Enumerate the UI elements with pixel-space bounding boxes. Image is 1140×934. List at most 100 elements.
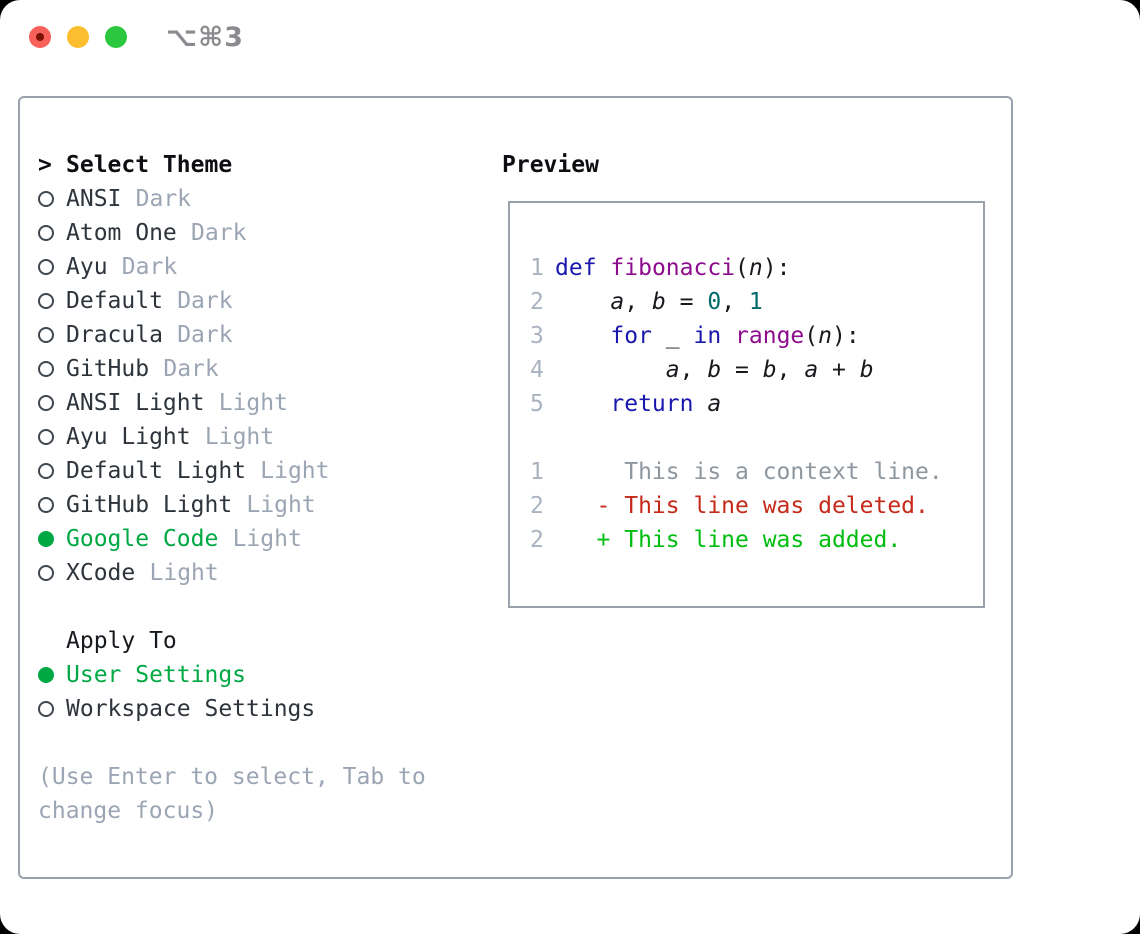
code-text: a, b = b, a + b: [665, 357, 874, 383]
apply-to-header: Apply To: [38, 624, 484, 658]
diff-text: - This line was deleted.: [555, 493, 929, 519]
theme-option-variant: Light: [218, 390, 288, 416]
theme-option-variant: Light: [204, 424, 275, 450]
apply-option-workspace-settings[interactable]: Workspace Settings: [38, 692, 484, 726]
select-theme-header: > Select Theme: [38, 148, 484, 182]
code-text: def fibonacci(n):: [555, 255, 791, 281]
focus-caret-icon: >: [38, 152, 52, 178]
theme-option-name: GitHub Light: [66, 492, 233, 518]
radio-unselected-icon: [38, 463, 66, 479]
radio-unselected-icon: [38, 565, 66, 581]
theme-option-variant: Dark: [135, 186, 192, 212]
theme-option-name: GitHub: [66, 356, 150, 382]
diff-line-deleted: 2 - This line was deleted.: [530, 489, 983, 523]
theme-option-default[interactable]: Default Dark: [38, 284, 484, 318]
theme-option-variant: Dark: [121, 254, 178, 280]
diff-line-added: 2 + This line was added.: [530, 523, 983, 557]
code-text: a, b = 0, 1: [610, 289, 763, 315]
theme-option-google-code[interactable]: Google Code Light: [38, 522, 484, 556]
theme-option-ansi-light[interactable]: ANSI Light Light: [38, 386, 484, 420]
theme-option-name: Ayu Light: [66, 424, 191, 450]
theme-option-name: Default: [66, 288, 163, 314]
radio-unselected-icon: [38, 191, 66, 207]
apply-option-user-settings[interactable]: User Settings: [38, 658, 484, 692]
diff-line-context: 1 This is a context line.: [530, 455, 983, 489]
line-number: 2: [530, 527, 544, 553]
code-line: 3 for _ in range(n):: [530, 319, 983, 353]
line-number: 2: [530, 289, 544, 315]
radio-unselected-icon: [38, 429, 66, 445]
diff-text: + This line was added.: [555, 527, 902, 553]
radio-unselected-icon: [38, 701, 66, 717]
theme-option-name: Atom One: [66, 220, 177, 246]
theme-option-github[interactable]: GitHub Dark: [38, 352, 484, 386]
theme-option-atom-one[interactable]: Atom One Dark: [38, 216, 484, 250]
theme-option-xcode[interactable]: XCode Light: [38, 556, 484, 590]
theme-option-ansi[interactable]: ANSI Dark: [38, 182, 484, 216]
theme-option-name: Dracula: [66, 322, 163, 348]
theme-option-dracula[interactable]: Dracula Dark: [38, 318, 484, 352]
theme-option-name: ANSI Light: [66, 390, 205, 416]
theme-option-variant: Light: [232, 526, 302, 552]
code-line: 1 def fibonacci(n):: [530, 251, 983, 285]
select-theme-label: Select Theme: [66, 152, 233, 178]
window-title: ⌥⌘3: [166, 22, 244, 53]
radio-unselected-icon: [38, 225, 66, 241]
theme-option-variant: Light: [260, 458, 330, 484]
close-button[interactable]: [29, 26, 51, 48]
line-number: 5: [530, 391, 544, 417]
traffic-lights: [29, 26, 127, 48]
radio-unselected-icon: [38, 395, 66, 411]
theme-option-variant: Dark: [177, 288, 233, 314]
diff-preview: 1 This is a context line.2 - This line w…: [530, 455, 983, 557]
theme-option-name: Google Code: [66, 526, 219, 552]
radio-unselected-icon: [38, 361, 66, 377]
code-line: 5 return a: [530, 387, 983, 421]
theme-option-variant: Dark: [177, 322, 233, 348]
code-text: return a: [610, 391, 722, 417]
radio-selected-icon: [38, 531, 66, 547]
code-line: 2 a, b = 0, 1: [530, 285, 983, 319]
line-number: 1: [530, 459, 544, 485]
help-text: (Use Enter to select, Tab to change focu…: [38, 764, 426, 824]
line-number: 2: [530, 493, 544, 519]
line-number: 4: [530, 357, 544, 383]
spacer: [38, 590, 484, 624]
theme-option-ayu-light[interactable]: Ayu Light Light: [38, 420, 484, 454]
radio-selected-icon: [38, 667, 66, 683]
spacer: [38, 726, 484, 760]
diff-text: This is a context line.: [555, 459, 943, 485]
theme-option-default-light[interactable]: Default Light Light: [38, 454, 484, 488]
theme-option-name: XCode: [66, 560, 136, 586]
radio-unselected-icon: [38, 327, 66, 343]
code-line: 4 a, b = b, a + b: [530, 353, 983, 387]
line-number: 1: [530, 255, 544, 281]
preview-label: Preview: [502, 152, 599, 178]
theme-option-github-light[interactable]: GitHub Light Light: [38, 488, 484, 522]
radio-unselected-icon: [38, 497, 66, 513]
minimize-button[interactable]: [67, 26, 89, 48]
apply-option-name: Workspace Settings: [66, 696, 316, 722]
theme-option-variant: Light: [149, 560, 219, 586]
theme-option-variant: Dark: [163, 356, 219, 382]
radio-unselected-icon: [38, 259, 66, 275]
radio-unselected-icon: [38, 293, 66, 309]
theme-option-name: Ayu: [66, 254, 108, 280]
theme-option-variant: Dark: [191, 220, 247, 246]
code-text: for _ in range(n):: [610, 323, 860, 349]
theme-option-name: ANSI: [66, 186, 122, 212]
line-number: 3: [530, 323, 544, 349]
theme-option-ayu[interactable]: Ayu Dark: [38, 250, 484, 284]
theme-option-variant: Light: [246, 492, 316, 518]
zoom-button[interactable]: [105, 26, 127, 48]
apply-option-name: User Settings: [66, 662, 247, 688]
theme-option-name: Default Light: [66, 458, 247, 484]
